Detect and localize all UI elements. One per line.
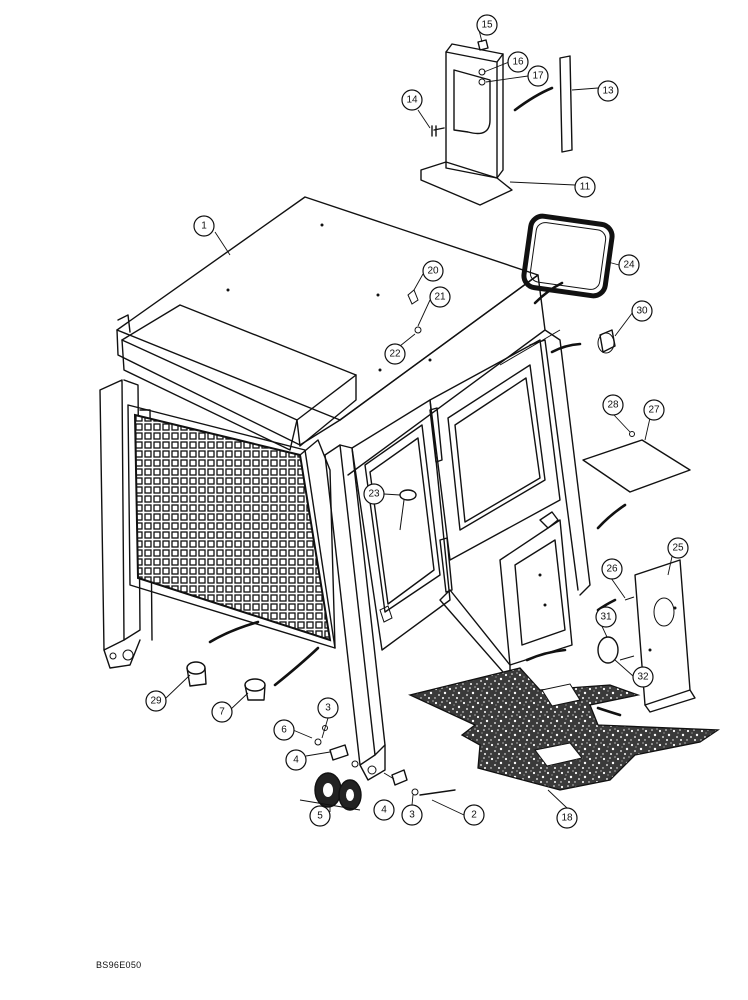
svg-text:14: 14 — [406, 95, 418, 106]
svg-text:30: 30 — [636, 306, 648, 317]
svg-text:20: 20 — [427, 266, 439, 277]
svg-text:1: 1 — [201, 221, 207, 232]
svg-text:32: 32 — [637, 672, 649, 683]
callout-26: 26 — [601, 558, 623, 580]
svg-text:26: 26 — [606, 564, 618, 575]
callout-14: 14 — [401, 89, 423, 111]
callout-17: 17 — [527, 65, 549, 87]
callout-18: 18 — [556, 807, 578, 829]
svg-text:27: 27 — [648, 405, 660, 416]
cab-front-grille — [127, 404, 336, 649]
callout-16: 16 — [507, 51, 529, 73]
svg-text:3: 3 — [409, 810, 415, 821]
svg-text:22: 22 — [389, 349, 401, 360]
callout-11: 11 — [574, 176, 596, 198]
svg-text:2: 2 — [471, 810, 477, 821]
door-window-seal — [521, 213, 615, 299]
callout-20: 20 — [422, 260, 444, 282]
callout-27: 27 — [643, 399, 665, 421]
svg-text:4: 4 — [293, 755, 299, 766]
callout-25: 25 — [667, 537, 689, 559]
assembly-arrows — [208, 86, 627, 717]
svg-text:13: 13 — [602, 86, 614, 97]
small-hardware — [186, 329, 635, 811]
side-panel — [634, 559, 696, 713]
callout-4: 4 — [373, 799, 395, 821]
svg-text:25: 25 — [672, 543, 684, 554]
cab-roof — [116, 196, 546, 476]
svg-text:17: 17 — [532, 71, 544, 82]
svg-text:4: 4 — [381, 805, 387, 816]
callout-28: 28 — [602, 394, 624, 416]
svg-text:28: 28 — [607, 400, 619, 411]
svg-text:6: 6 — [281, 725, 287, 736]
access-cover-plate — [582, 431, 691, 493]
svg-text:18: 18 — [561, 813, 573, 824]
svg-text:11: 11 — [580, 182, 591, 193]
svg-text:23: 23 — [368, 489, 380, 500]
callout-2: 2 — [463, 804, 485, 826]
leader-lines — [165, 29, 674, 816]
callout-6: 6 — [273, 719, 295, 741]
svg-text:15: 15 — [481, 20, 493, 31]
svg-text:3: 3 — [325, 703, 331, 714]
callout-31: 31 — [595, 606, 617, 628]
svg-text:31: 31 — [600, 612, 612, 623]
callout-21: 21 — [429, 286, 451, 308]
callout-4: 4 — [285, 749, 307, 771]
callout-23: 23 — [363, 483, 385, 505]
callout-7: 7 — [211, 701, 233, 723]
svg-text:7: 7 — [219, 707, 225, 718]
svg-text:24: 24 — [623, 260, 635, 271]
callout-24: 24 — [618, 254, 640, 276]
callout-13: 13 — [597, 80, 619, 102]
svg-text:16: 16 — [512, 57, 524, 68]
mirror-bracket-assembly — [420, 39, 573, 206]
callout-3: 3 — [317, 697, 339, 719]
callout-15: 15 — [476, 14, 498, 36]
callout-30: 30 — [631, 300, 653, 322]
callout-22: 22 — [384, 343, 406, 365]
svg-text:5: 5 — [317, 811, 323, 822]
svg-text:29: 29 — [150, 696, 162, 707]
cab-side-doors — [351, 329, 573, 681]
callout-1: 1 — [193, 215, 215, 237]
callout-5: 5 — [309, 805, 331, 827]
drawing-code: BS96E050 — [96, 960, 142, 970]
callout-29: 29 — [145, 690, 167, 712]
svg-text:21: 21 — [434, 292, 446, 303]
callout-3: 3 — [401, 804, 423, 826]
callout-32: 32 — [632, 666, 654, 688]
floor-mat — [408, 667, 721, 791]
